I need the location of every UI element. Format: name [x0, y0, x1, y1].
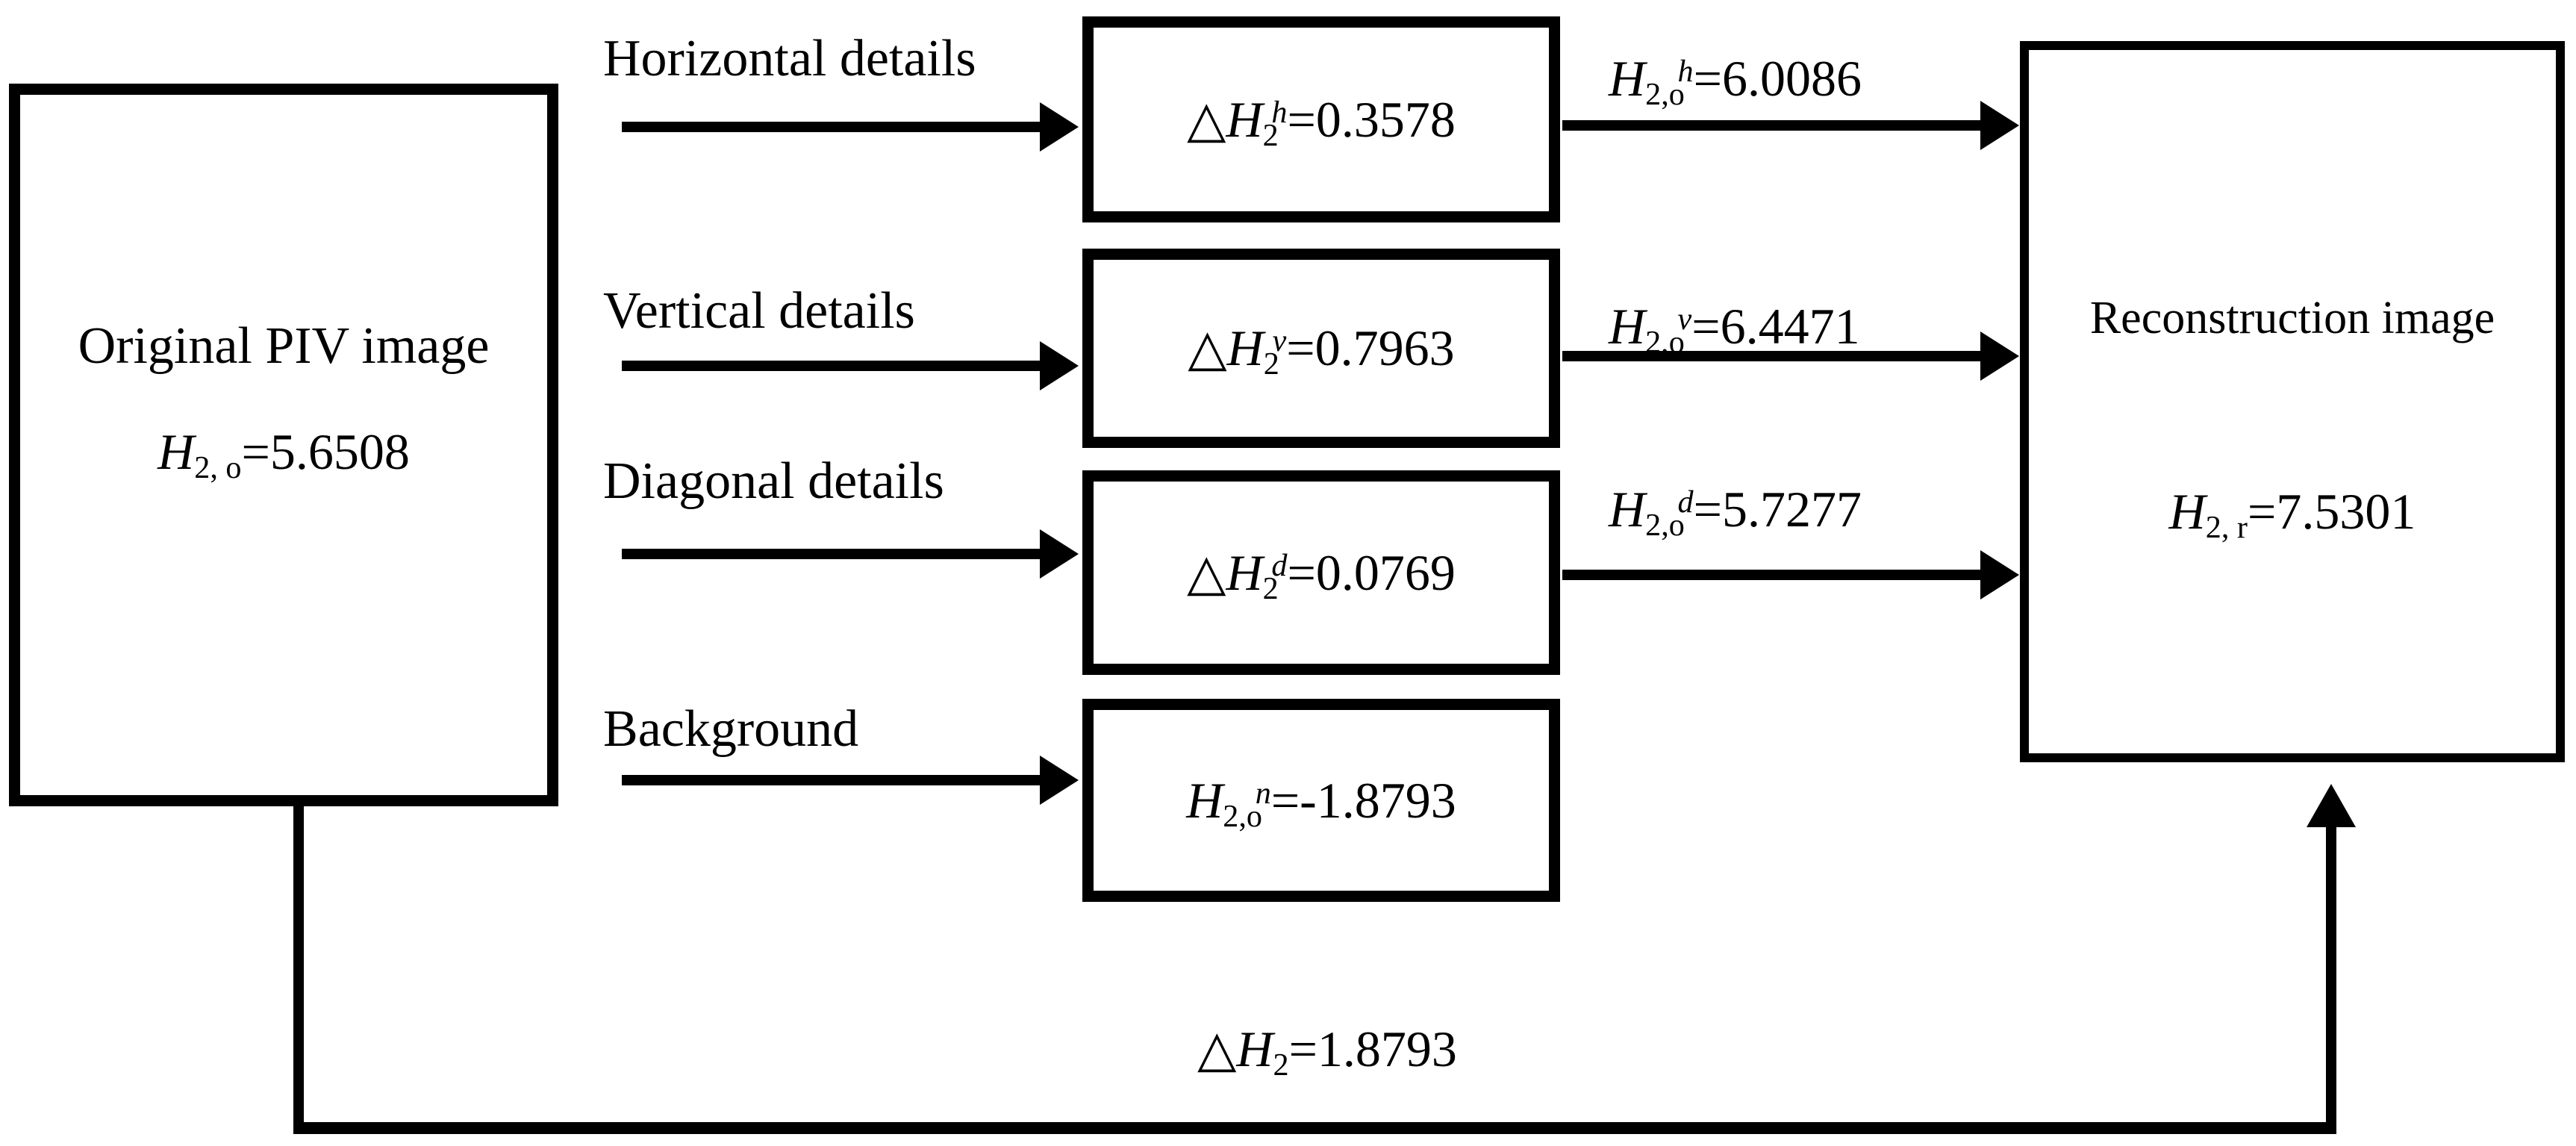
- horizontal-output-arrow: [1562, 101, 2019, 150]
- entropy-subscript: 2, o: [194, 449, 242, 485]
- original-piv-image-title: Original PIV image: [78, 317, 490, 375]
- entropy-subscript: 2, r: [2205, 509, 2248, 545]
- feedback-arrow-head-icon: [2307, 784, 2356, 827]
- vertical-details-arrow: [622, 341, 1079, 390]
- arrow-shaft: [622, 122, 1047, 132]
- vertical-delta-expression: △H2v=0.7963: [1188, 319, 1455, 382]
- horizontal-entropy-label: H2,oh=6.0086: [1609, 50, 1862, 112]
- horizontal-details-label: Horizontal details: [603, 30, 976, 87]
- entropy-symbol: H: [2168, 483, 2206, 540]
- total-delta-label: △H2=1.8793: [1197, 1020, 1457, 1083]
- delta-symbol: △: [1188, 319, 1227, 378]
- feedback-down-line: [293, 805, 304, 1129]
- entropy-value: =5.6508: [241, 423, 410, 480]
- background-arrow: [622, 756, 1079, 805]
- feedback-up-line: [2326, 824, 2336, 1126]
- vertical-delta-box: △H2v=0.7963: [1082, 249, 1560, 448]
- delta-symbol: △: [1197, 1020, 1237, 1079]
- arrow-shaft: [622, 549, 1047, 559]
- horizontal-delta-box: △H2h=0.3578: [1082, 16, 1560, 222]
- arrow-head-icon: [1040, 756, 1079, 805]
- delta-symbol: △: [1187, 90, 1226, 149]
- diagonal-output-arrow: [1562, 550, 2019, 600]
- vertical-output-arrow: [1562, 331, 2019, 381]
- arrow-head-icon: [1040, 102, 1079, 152]
- background-entropy-box: H2,on=-1.8793: [1082, 699, 1560, 902]
- background-label: Background: [603, 700, 859, 758]
- diagonal-entropy-label: H2,od=5.7277: [1609, 481, 1862, 543]
- arrow-shaft: [1562, 351, 1988, 361]
- delta-symbol: △: [1187, 543, 1226, 602]
- reconstruction-entropy: H2, r=7.5301: [2168, 483, 2416, 544]
- arrow-shaft: [1562, 120, 1988, 131]
- entropy-value: =7.5301: [2247, 483, 2416, 540]
- diagonal-details-label: Diagonal details: [603, 452, 944, 510]
- arrow-shaft: [1562, 570, 1988, 580]
- diagonal-delta-box: △H2d=0.0769: [1082, 470, 1560, 675]
- background-entropy-expression: H2,on=-1.8793: [1186, 771, 1456, 834]
- arrow-head-icon: [1040, 341, 1079, 390]
- reconstruction-image-title: Reconstruction image: [2089, 293, 2495, 343]
- diagonal-details-arrow: [622, 529, 1079, 579]
- arrow-head-icon: [1980, 550, 2019, 600]
- entropy-symbol: H: [158, 423, 195, 480]
- arrow-shaft: [622, 361, 1047, 371]
- diagonal-delta-expression: △H2d=0.0769: [1187, 543, 1456, 606]
- vertical-details-label: Vertical details: [603, 282, 915, 340]
- original-piv-image-box: [9, 84, 558, 806]
- horizontal-delta-expression: △H2h=0.3578: [1187, 90, 1456, 153]
- feedback-bottom-line: [293, 1122, 2336, 1134]
- arrow-head-icon: [1040, 529, 1079, 579]
- arrow-head-icon: [1980, 331, 2019, 381]
- arrow-head-icon: [1980, 101, 2019, 150]
- arrow-shaft: [622, 775, 1047, 785]
- horizontal-details-arrow: [622, 102, 1079, 152]
- original-piv-image-entropy: H2, o=5.6508: [158, 423, 410, 484]
- reconstruction-image-box: [2020, 41, 2565, 762]
